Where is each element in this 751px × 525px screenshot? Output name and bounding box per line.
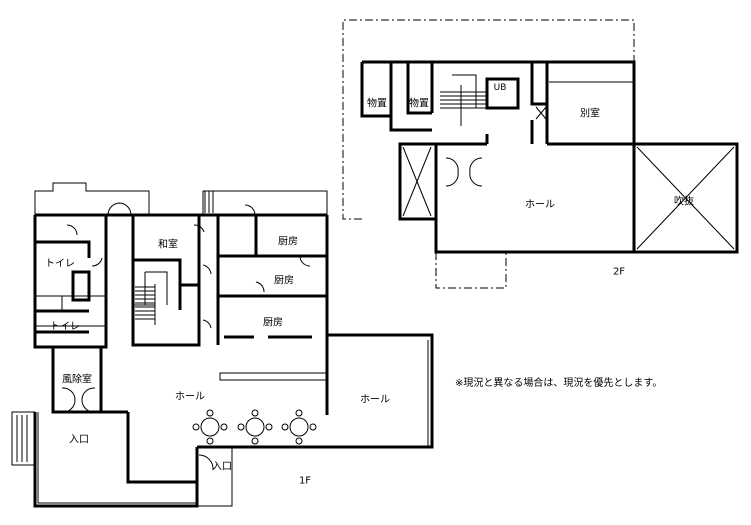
floor1-doors [61, 202, 311, 471]
room-atrium: 吹抜 [674, 196, 694, 208]
room-windbreak: 風除室 [62, 374, 92, 386]
room-storage-1: 物置 [367, 98, 387, 110]
room-storage-2: 物置 [409, 98, 429, 110]
tables [192, 409, 317, 445]
room-washitsu: 和室 [158, 239, 178, 251]
room-kitchen-1: 厨房 [278, 236, 298, 248]
room-kitchen-2: 厨房 [274, 275, 294, 287]
disclaimer-note: ※現況と異なる場合は、現況を優先とします。 [455, 378, 663, 389]
floor2-label: 2F [612, 266, 626, 278]
room-toilet-1: トイレ [45, 258, 75, 270]
room-kitchen-3: 厨房 [263, 317, 283, 329]
room-annex: 別室 [580, 108, 600, 120]
room-hall-2f: ホール [525, 199, 555, 211]
room-hall-2: ホール [360, 394, 390, 406]
room-toilet-2: トイレ [50, 321, 80, 333]
room-entrance-1: 入口 [69, 434, 89, 446]
room-hall-1: ホール [175, 391, 205, 403]
room-entrance-2: 入口 [212, 461, 232, 473]
floor1-walls [11, 182, 434, 508]
room-ub: UB [493, 83, 507, 93]
floor2-walls [342, 19, 739, 289]
floor1-label: 1F [298, 475, 312, 487]
